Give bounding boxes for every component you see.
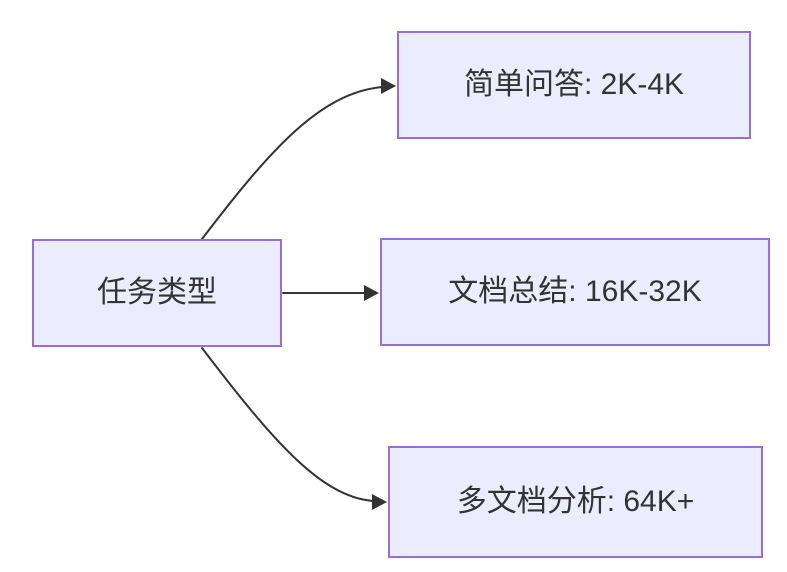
arrowhead-icon xyxy=(381,78,396,94)
node-multi-doc: 多文档分析: 64K+ xyxy=(388,446,763,558)
node-doc-summary-label: 文档总结: 16K-32K xyxy=(448,275,702,308)
node-doc-summary: 文档总结: 16K-32K xyxy=(380,238,770,346)
node-multi-doc-label: 多文档分析: 64K+ xyxy=(456,485,695,518)
node-task-type: 任务类型 xyxy=(32,239,282,347)
edge-line xyxy=(201,347,374,502)
arrowhead-icon xyxy=(364,285,379,301)
edge-line xyxy=(201,86,383,240)
edge-root-to-doc-summary xyxy=(282,285,379,301)
node-task-type-label: 任务类型 xyxy=(97,276,217,309)
edge-root-to-multi-doc xyxy=(201,347,387,510)
edge-root-to-simple-qa xyxy=(201,78,396,240)
node-simple-qa-label: 简单问答: 2K-4K xyxy=(463,68,685,101)
arrowhead-icon xyxy=(372,494,387,510)
node-simple-qa: 简单问答: 2K-4K xyxy=(397,31,751,139)
